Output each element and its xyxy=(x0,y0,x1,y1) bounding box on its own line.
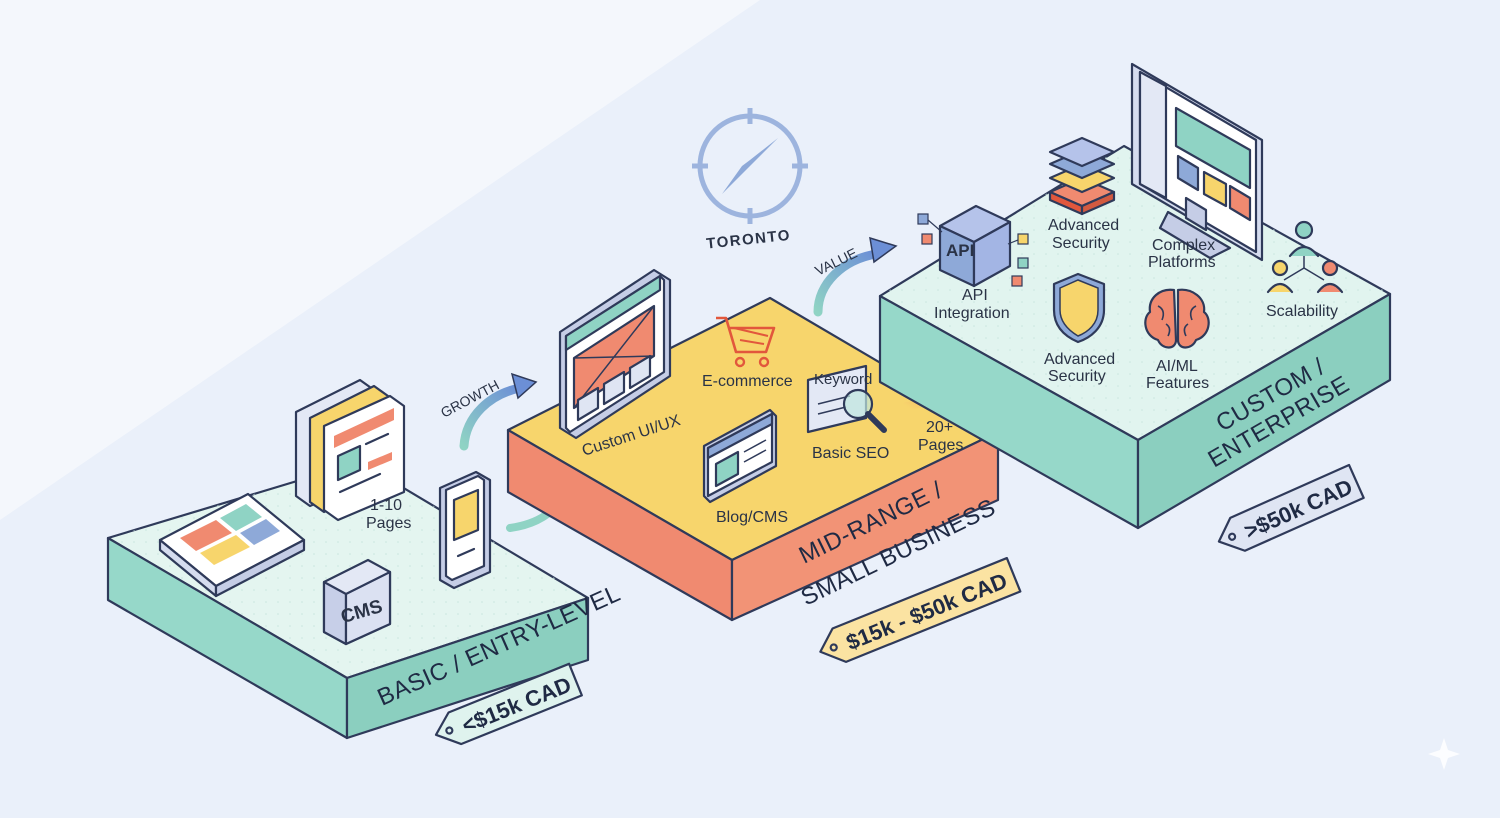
complex-label-line1: Complex xyxy=(1152,237,1215,254)
security-label-line2: Security xyxy=(1048,368,1106,385)
layout-wireframe-icon xyxy=(158,492,306,598)
mobile-phone-icon xyxy=(438,470,492,590)
keyword-label: Keyword xyxy=(814,371,872,388)
security-label-line1: Advanced xyxy=(1044,351,1115,368)
shopping-cart-icon xyxy=(716,316,776,368)
scalability-label: Scalability xyxy=(1266,303,1338,320)
tier-enterprise: CUSTOM / ENTERPRISE >$50k CAD API API In… xyxy=(878,62,1392,552)
ai-label-line1: AI/ML xyxy=(1156,358,1198,375)
scalability-network-icon xyxy=(1266,220,1344,294)
pages-stack-icon xyxy=(294,378,406,522)
security-top-label-line2: Security xyxy=(1052,235,1110,252)
compass-needle-icon xyxy=(722,138,778,194)
api-label-line1: API xyxy=(962,287,988,304)
ecommerce-label: E-commerce xyxy=(702,373,793,390)
api-cube-icon: API xyxy=(917,204,1029,288)
api-badge-label: API xyxy=(946,241,974,260)
pages-count-label: 1-10 xyxy=(370,497,402,514)
blog-cms-label: Blog/CMS xyxy=(716,509,788,526)
security-shield-icon xyxy=(1052,272,1106,344)
ai-label-line2: Features xyxy=(1146,375,1209,392)
complex-label-line2: Platforms xyxy=(1148,254,1216,271)
cms-block-icon: CMS xyxy=(322,558,392,646)
keyword-search-icon xyxy=(806,364,887,434)
mid-pages-count-label: 20+ xyxy=(926,419,953,436)
value-flow: VALUE xyxy=(812,236,898,317)
pages-unit-label: Pages xyxy=(366,515,411,532)
security-top-label-line1: Advanced xyxy=(1048,217,1119,234)
mid-pages-unit-label: Pages xyxy=(918,437,963,454)
tier-basic: BASIC / ENTRY-LEVEL <$15k CAD xyxy=(106,378,625,746)
desktop-monitor-icon xyxy=(1130,62,1264,262)
blog-cms-icon xyxy=(702,408,778,504)
custom-ui-browser-icon xyxy=(558,268,672,440)
ai-brain-icon xyxy=(1144,288,1210,349)
tier-enterprise-platform xyxy=(878,144,1392,530)
api-label-line2: Integration xyxy=(934,305,1010,322)
sparkle-icon xyxy=(1428,738,1460,770)
server-stack-icon xyxy=(1048,136,1116,216)
basic-seo-label: Basic SEO xyxy=(812,445,889,462)
